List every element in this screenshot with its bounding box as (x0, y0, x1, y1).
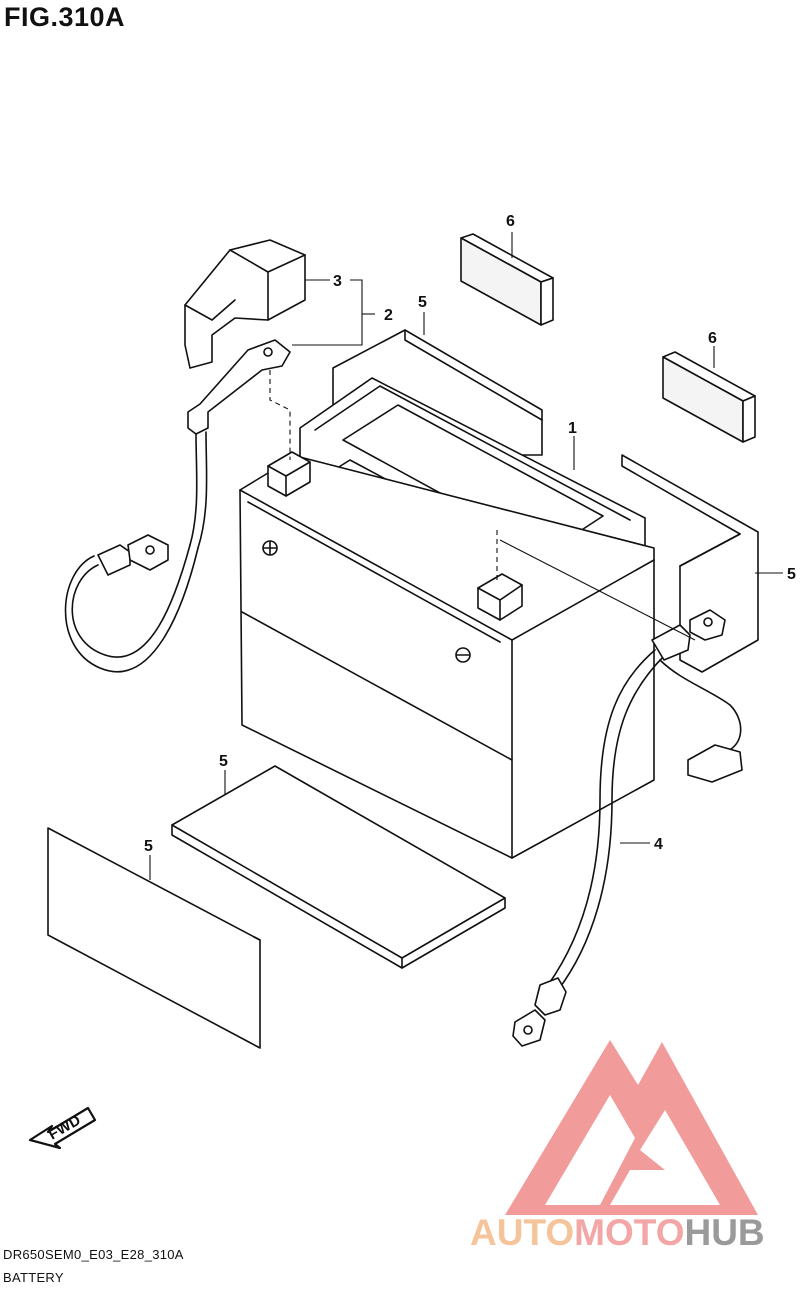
callout-4: 4 (654, 836, 663, 853)
cushion-bottom-pad (171, 765, 506, 969)
spacer-block-upper (460, 233, 554, 326)
callout-leaders (149, 232, 783, 880)
figure-title: FIG.310A (4, 2, 126, 32)
model-code: DR650SEM0_E03_E28_310A (3, 1247, 184, 1262)
callout-3: 3 (333, 273, 342, 290)
negative-lead (64, 339, 291, 673)
terminal-cover (184, 239, 306, 369)
callout-1: 1 (568, 420, 577, 437)
svg-text:AUTOMOTOHUB: AUTOMOTOHUB (470, 1212, 765, 1253)
callout-5-side: 5 (787, 566, 796, 583)
callout-6-upper: 6 (506, 213, 515, 230)
callout-5-rear: 5 (418, 294, 427, 311)
callout-2: 2 (384, 307, 393, 324)
watermark-logo-icon (505, 1040, 758, 1215)
watermark-hub: HUB (684, 1212, 764, 1253)
callout-5-front: 5 (144, 838, 153, 855)
battery-body (239, 377, 655, 859)
section-name: BATTERY (3, 1270, 64, 1285)
cushion-right-side (621, 454, 759, 673)
positive-lead (512, 609, 743, 1047)
callout-6-right: 6 (708, 330, 717, 347)
cushion-front-pad (47, 827, 261, 1049)
watermark-text: AUTOMOTOHUB (470, 1212, 765, 1253)
callout-5-bottom: 5 (219, 753, 228, 770)
spacer-block-right (662, 351, 756, 443)
watermark-auto: AUTO (470, 1212, 574, 1253)
watermark-moto: MOTO (574, 1212, 684, 1253)
assembly-guide-lines (269, 370, 696, 641)
fwd-arrow-icon: FWD (28, 1106, 97, 1150)
